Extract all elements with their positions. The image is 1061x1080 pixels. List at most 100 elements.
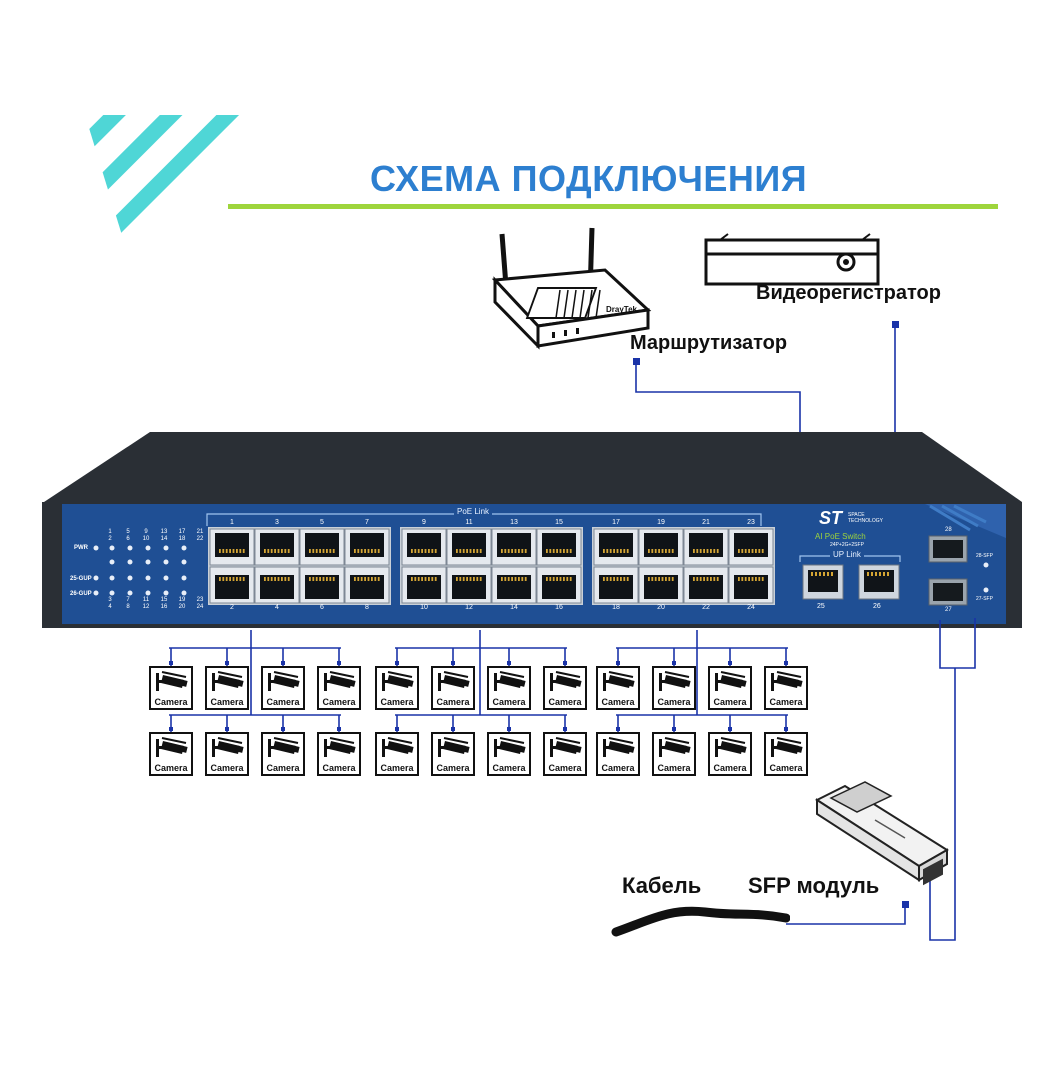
camera-label: Camera (657, 697, 691, 707)
sfp-leds (983, 562, 989, 593)
sfp-port-27 (928, 578, 968, 606)
cctv-camera-icon (156, 737, 188, 757)
port-number: 24 (747, 604, 755, 611)
camera-label: Camera (436, 697, 470, 707)
led-number: 22 (196, 536, 204, 542)
cctv-camera-icon (603, 737, 635, 757)
camera-label: Camera (266, 763, 300, 773)
camera-label: Camera (713, 697, 747, 707)
camera-icon: Camera (317, 666, 361, 710)
camera-icon: Camera (431, 732, 475, 776)
camera-label: Camera (548, 763, 582, 773)
camera-label: Camera (492, 697, 526, 707)
camera-icon: Camera (652, 666, 696, 710)
cctv-camera-icon (438, 671, 470, 691)
nvr-icon (704, 233, 880, 286)
led-label-pwr: PWR (74, 545, 88, 551)
camera-label: Camera (601, 763, 635, 773)
port-number: 4 (275, 604, 279, 611)
camera-icon: Camera (375, 732, 419, 776)
port-number: 17 (612, 519, 620, 526)
uplink-port-26-number: 26 (873, 603, 881, 610)
camera-icon: Camera (708, 732, 752, 776)
brand-logo: ST (819, 508, 843, 528)
camera-label: Camera (601, 697, 635, 707)
led-number: 18 (178, 536, 186, 542)
camera-icon: Camera (149, 732, 193, 776)
cctv-camera-icon (659, 671, 691, 691)
camera-label: Camera (492, 763, 526, 773)
cctv-camera-icon (550, 737, 582, 757)
camera-label: Camera (154, 697, 188, 707)
port-number: 20 (657, 604, 665, 611)
cctv-camera-icon (494, 737, 526, 757)
brand-small: SPACE TECHNOLOGY (848, 512, 884, 524)
led-number: 17 (178, 529, 186, 535)
led-number: 10 (142, 536, 150, 542)
cable-label: Кабель (622, 873, 702, 898)
cctv-camera-icon (324, 737, 356, 757)
port-number: 13 (510, 519, 518, 526)
router-icon: DrayTek (491, 227, 652, 350)
port-number: 6 (320, 604, 324, 611)
camera-icon: Camera (652, 732, 696, 776)
port-number: 11 (465, 519, 473, 526)
led-number: 7 (126, 597, 130, 603)
cctv-camera-icon (382, 737, 414, 757)
port-number: 8 (365, 604, 369, 611)
port-number: 22 (702, 604, 710, 611)
uplink-port-26 (858, 564, 900, 600)
led-number: 23 (196, 597, 204, 603)
led-number: 21 (196, 529, 204, 535)
cctv-camera-icon (212, 737, 244, 757)
camera-label: Camera (322, 763, 356, 773)
led-number: 19 (178, 597, 186, 603)
cctv-camera-icon (771, 671, 803, 691)
port-number: 1 (230, 519, 234, 526)
nvr-label: Видеорегистратор (756, 282, 941, 304)
camera-icon: Camera (317, 732, 361, 776)
led-number: 24 (196, 604, 204, 610)
corner-stripes (85, 115, 260, 245)
port-number: 9 (422, 519, 426, 526)
camera-label: Camera (548, 697, 582, 707)
sfp-led-27-label: 27-SFP (976, 596, 993, 602)
port-number: 21 (702, 519, 710, 526)
sfp-port-28-number: 28 (945, 527, 952, 533)
page-title: СХЕМА ПОДКЛЮЧЕНИЯ (370, 158, 808, 199)
uplink-group-label: UP Link (830, 550, 864, 559)
port-block (208, 527, 391, 605)
port-number: 10 (420, 604, 428, 611)
led-number: 3 (108, 597, 112, 603)
cctv-camera-icon (438, 737, 470, 757)
camera-label: Camera (436, 763, 470, 773)
port-number: 2 (230, 604, 234, 611)
led-number: 5 (126, 529, 130, 535)
port-number: 15 (555, 519, 563, 526)
model-spec: 24P+2G+2SFP (830, 542, 864, 548)
camera-label: Camera (266, 697, 300, 707)
camera-label: Camera (713, 763, 747, 773)
cctv-camera-icon (324, 671, 356, 691)
cctv-camera-icon (268, 737, 300, 757)
uplink-port-25 (802, 564, 844, 600)
port-number: 5 (320, 519, 324, 526)
led-dots (93, 545, 187, 596)
title-underline (228, 204, 998, 209)
camera-icon: Camera (205, 732, 249, 776)
led-number: 2 (108, 536, 112, 542)
port-number: 16 (555, 604, 563, 611)
camera-label: Camera (380, 763, 414, 773)
led-number: 13 (160, 529, 168, 535)
port-number: 14 (510, 604, 518, 611)
led-label-25: 25-GUP (70, 576, 92, 582)
poe-group-label: PoE Link (454, 507, 493, 516)
led-number: 4 (108, 604, 112, 610)
port-number: 19 (657, 519, 665, 526)
camera-icon: Camera (764, 732, 808, 776)
camera-label: Camera (769, 763, 803, 773)
cctv-camera-icon (550, 671, 582, 691)
port-block (400, 527, 583, 605)
